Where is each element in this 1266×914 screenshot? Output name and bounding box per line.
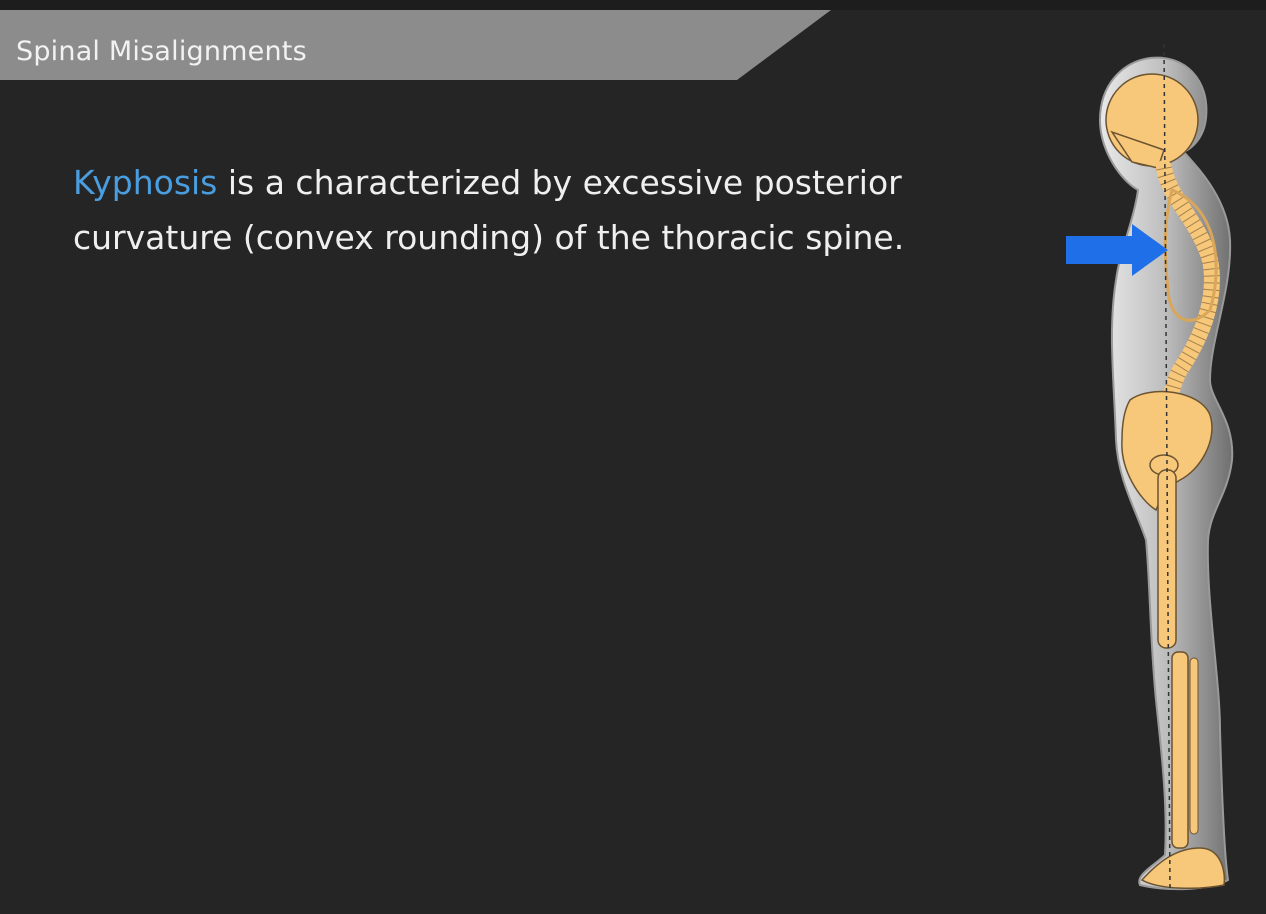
fibula (1189, 657, 1199, 835)
blue-arrow-icon (1066, 224, 1168, 276)
title-banner-shape (0, 10, 831, 80)
title-banner: Spinal Misalignments (0, 10, 831, 80)
kyphosis-skeleton-illustration (1066, 43, 1234, 891)
foot (1140, 847, 1226, 890)
tibia (1171, 651, 1189, 849)
top-strip (0, 0, 1266, 10)
definition-paragraph: Kyphosis is a characterized by excessive… (73, 155, 1003, 265)
slide-title: Spinal Misalignments (16, 36, 307, 67)
highlighted-term: Kyphosis (73, 163, 218, 202)
definition-text: is a characterized by excessive posterio… (73, 163, 905, 257)
skeleton-figure (1060, 40, 1240, 900)
